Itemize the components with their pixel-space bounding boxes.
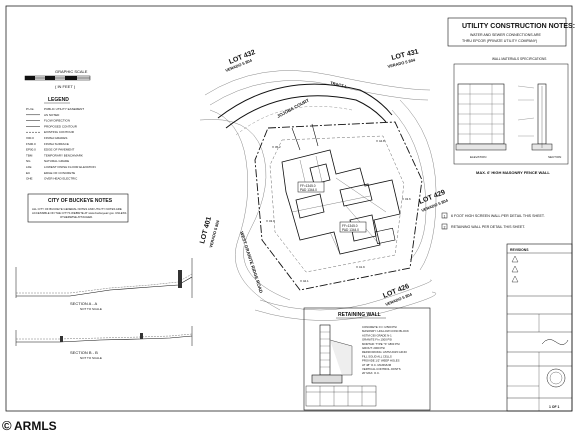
- svg-text:UTILITY CONSTRUCTION NOTES:: UTILITY CONSTRUCTION NOTES:: [462, 23, 575, 30]
- legend-code: LFE: [26, 165, 32, 169]
- legend-text: EDGE OF CONCRETE: [44, 171, 75, 175]
- fence-wall-caption: MAX. 6' HIGH MASONRY FENCE WALL: [476, 170, 550, 175]
- svg-text:ACCESSIBLE ON THE CITY'S WEBSI: ACCESSIBLE ON THE CITY'S WEBSITE AT www.…: [32, 211, 126, 215]
- svg-text:GRAPHIC SCALE: GRAPHIC SCALE: [55, 69, 88, 74]
- svg-text:X 41.9: X 41.9: [356, 265, 365, 269]
- ff-pad-tag-1: FF=1345.0 PAD 1344.0: [297, 181, 325, 193]
- svg-text:1 OF 1: 1 OF 1: [549, 405, 559, 409]
- city-notes-box: CITY OF BUCKEYE NOTES ALL CITY OF BUCKEY…: [27, 193, 129, 223]
- legend-text: LOWEST FINISH FLOOR ELEVATION: [44, 165, 96, 169]
- svg-text:WALL MATERIALS SPECIFICATIONS: WALL MATERIALS SPECIFICATIONS: [492, 57, 546, 61]
- title-block: REVISIONS 1 OF 1: [506, 243, 573, 412]
- retaining-wall-note: GRANITE F'm 1500 PSI: [362, 338, 392, 342]
- legend-text: EDGE OF PAVEMENT: [44, 148, 75, 152]
- legend-code: OHE: [26, 177, 33, 181]
- svg-text:SECTION B - B: SECTION B - B: [70, 350, 98, 355]
- retaining-wall-note: MASONRY: HOLLOW CONC BLOCK: [362, 329, 409, 333]
- legend-code: FS00.0: [26, 142, 36, 146]
- svg-text:©: ©: [2, 418, 12, 432]
- legend-text: TEMPORARY BENCHMARK: [44, 153, 83, 157]
- svg-text:VERADO 5 804: VERADO 5 804: [387, 57, 416, 69]
- svg-text:REVISIONS: REVISIONS: [510, 248, 529, 252]
- svg-text:SECTION: SECTION: [548, 155, 561, 159]
- svg-text:FF=1345.0: FF=1345.0: [342, 224, 358, 228]
- sheet-border: [5, 5, 573, 412]
- legend-text: AS NOTED: [44, 113, 60, 117]
- svg-text:X 42.1: X 42.1: [300, 279, 309, 283]
- engineer-seal: [546, 368, 566, 388]
- legend-text: NATURAL GRADE: [44, 159, 69, 163]
- legend-text: PROPOSED CONTOUR: [44, 124, 78, 128]
- section-b-drawing: SECTION B - B NOT TO SCALE: [15, 326, 193, 360]
- svg-text:X 44.8: X 44.8: [376, 139, 385, 143]
- svg-text:CITY OF BUCKEYE NOTES: CITY OF BUCKEYE NOTES: [48, 198, 113, 204]
- svg-text:2: 2: [444, 225, 446, 229]
- ff-pad-tag-2: FF=1345.0 PAD 1344.0: [339, 221, 367, 233]
- legend-code: EP00.0: [26, 148, 36, 152]
- legend-text: OVER HEAD ELECTRIC: [44, 177, 78, 181]
- legend-code: P.U.E.: [26, 107, 34, 111]
- retaining-wall-note: VERTICAL CONTROL JOINTS: [362, 367, 401, 371]
- armls-watermark: © ARMLS: [2, 418, 57, 432]
- retaining-wall-note: CONCRETE: F'c =2500 PSI: [362, 325, 397, 329]
- legend-code: NG: [26, 159, 31, 163]
- svg-text:PAD 1344.0: PAD 1344.0: [300, 188, 317, 192]
- svg-text:RETAINING WALL PER DETAIL THIS: RETAINING WALL PER DETAIL THIS SHEET.: [451, 225, 525, 229]
- graphic-scale: GRAPHIC SCALE ( IN FEET ): [24, 69, 91, 89]
- legend-code: EC: [26, 171, 31, 175]
- svg-text:RETAINING WALL: RETAINING WALL: [338, 312, 381, 318]
- svg-text:LEGEND: LEGEND: [48, 97, 69, 103]
- legend-text: PUBLIC UTILITY EASEMENT: [44, 107, 84, 111]
- fence-wall-detail: WALL MATERIALS SPECIFICATIONS ELEVATION …: [453, 57, 569, 175]
- svg-text:6 FOOT HIGH SCREEN WALL PER DE: 6 FOOT HIGH SCREEN WALL PER DETAIL THIS …: [451, 214, 545, 218]
- svg-text:FF=1345.0: FF=1345.0: [300, 184, 316, 188]
- svg-text:NOT TO SCALE: NOT TO SCALE: [80, 356, 102, 360]
- svg-text:X 45.2: X 45.2: [272, 145, 281, 149]
- retaining-wall-note: MORTAR: TYPE "S" 1800 PSI: [362, 342, 400, 346]
- svg-text:OTHERWISE ATTACHED.: OTHERWISE ATTACHED.: [60, 215, 93, 219]
- retaining-wall-note: PROVIDE 1/2" WEEP HOLES: [362, 359, 400, 363]
- svg-text:1: 1: [444, 214, 446, 218]
- retaining-wall-note: GROUT: 2000 PSI: [362, 346, 385, 350]
- legend-code: X00.0: [26, 136, 34, 140]
- svg-text:X 43.0: X 43.0: [266, 219, 275, 223]
- legend-text: FINISH GRADES: [44, 136, 67, 140]
- keynotes: 1 6 FOOT HIGH SCREEN WALL PER DETAIL THI…: [441, 212, 545, 229]
- retaining-wall-note: ASTM C90 GRADE N-1: [362, 333, 392, 337]
- legend: LEGEND P.U.E. PUBLIC UTILITY EASEMENT AS N…: [26, 97, 96, 181]
- legend-text: EXISTING CONTOUR: [44, 130, 75, 134]
- retaining-wall-note: FILL SOLID ALL CELLS: [362, 354, 392, 358]
- svg-text:ARMLS: ARMLS: [14, 419, 57, 432]
- retaining-wall-note: AT 48" O.C. MAXIMUM: [362, 363, 392, 367]
- tract-label: TRACT L: [330, 80, 348, 89]
- svg-text:ELEVATION: ELEVATION: [470, 155, 486, 159]
- retaining-wall-note: 20' MAX. O.C.: [362, 371, 380, 375]
- retaining-wall-detail: RETAINING WALL CONCRETE: F'c =2500 PSIMA…: [303, 307, 431, 411]
- svg-text:SECTION A - A: SECTION A - A: [70, 301, 97, 306]
- svg-text:X 43.6: X 43.6: [402, 197, 411, 201]
- retaining-wall-note: REINFORCING: ASTM A615 GR.60: [362, 350, 407, 354]
- svg-text:ALL CITY OF BUCKEYE GENERAL NO: ALL CITY OF BUCKEYE GENERAL NOTES AND UT…: [32, 207, 122, 211]
- section-a-drawing: SECTION A - A NOT TO SCALE: [15, 258, 193, 311]
- legend-text: FLOW DIRECTION: [44, 119, 70, 123]
- svg-text:NOT TO SCALE: NOT TO SCALE: [80, 307, 102, 311]
- svg-text:( IN FEET ): ( IN FEET ): [55, 84, 76, 89]
- utility-notes-box: UTILITY CONSTRUCTION NOTES: WATER AND SE…: [447, 17, 575, 47]
- svg-text:PAD 1344.0: PAD 1344.0: [342, 228, 359, 232]
- svg-text:THRU EPCOR (PRIVATE UTILITY CO: THRU EPCOR (PRIVATE UTILITY COMPANY): [462, 39, 537, 43]
- legend-text: FINISH SURFACE: [44, 142, 69, 146]
- svg-text:WATER AND SEWER CONNECTIONS AR: WATER AND SEWER CONNECTIONS ARE: [470, 33, 541, 37]
- legend-code: TBM: [26, 153, 33, 157]
